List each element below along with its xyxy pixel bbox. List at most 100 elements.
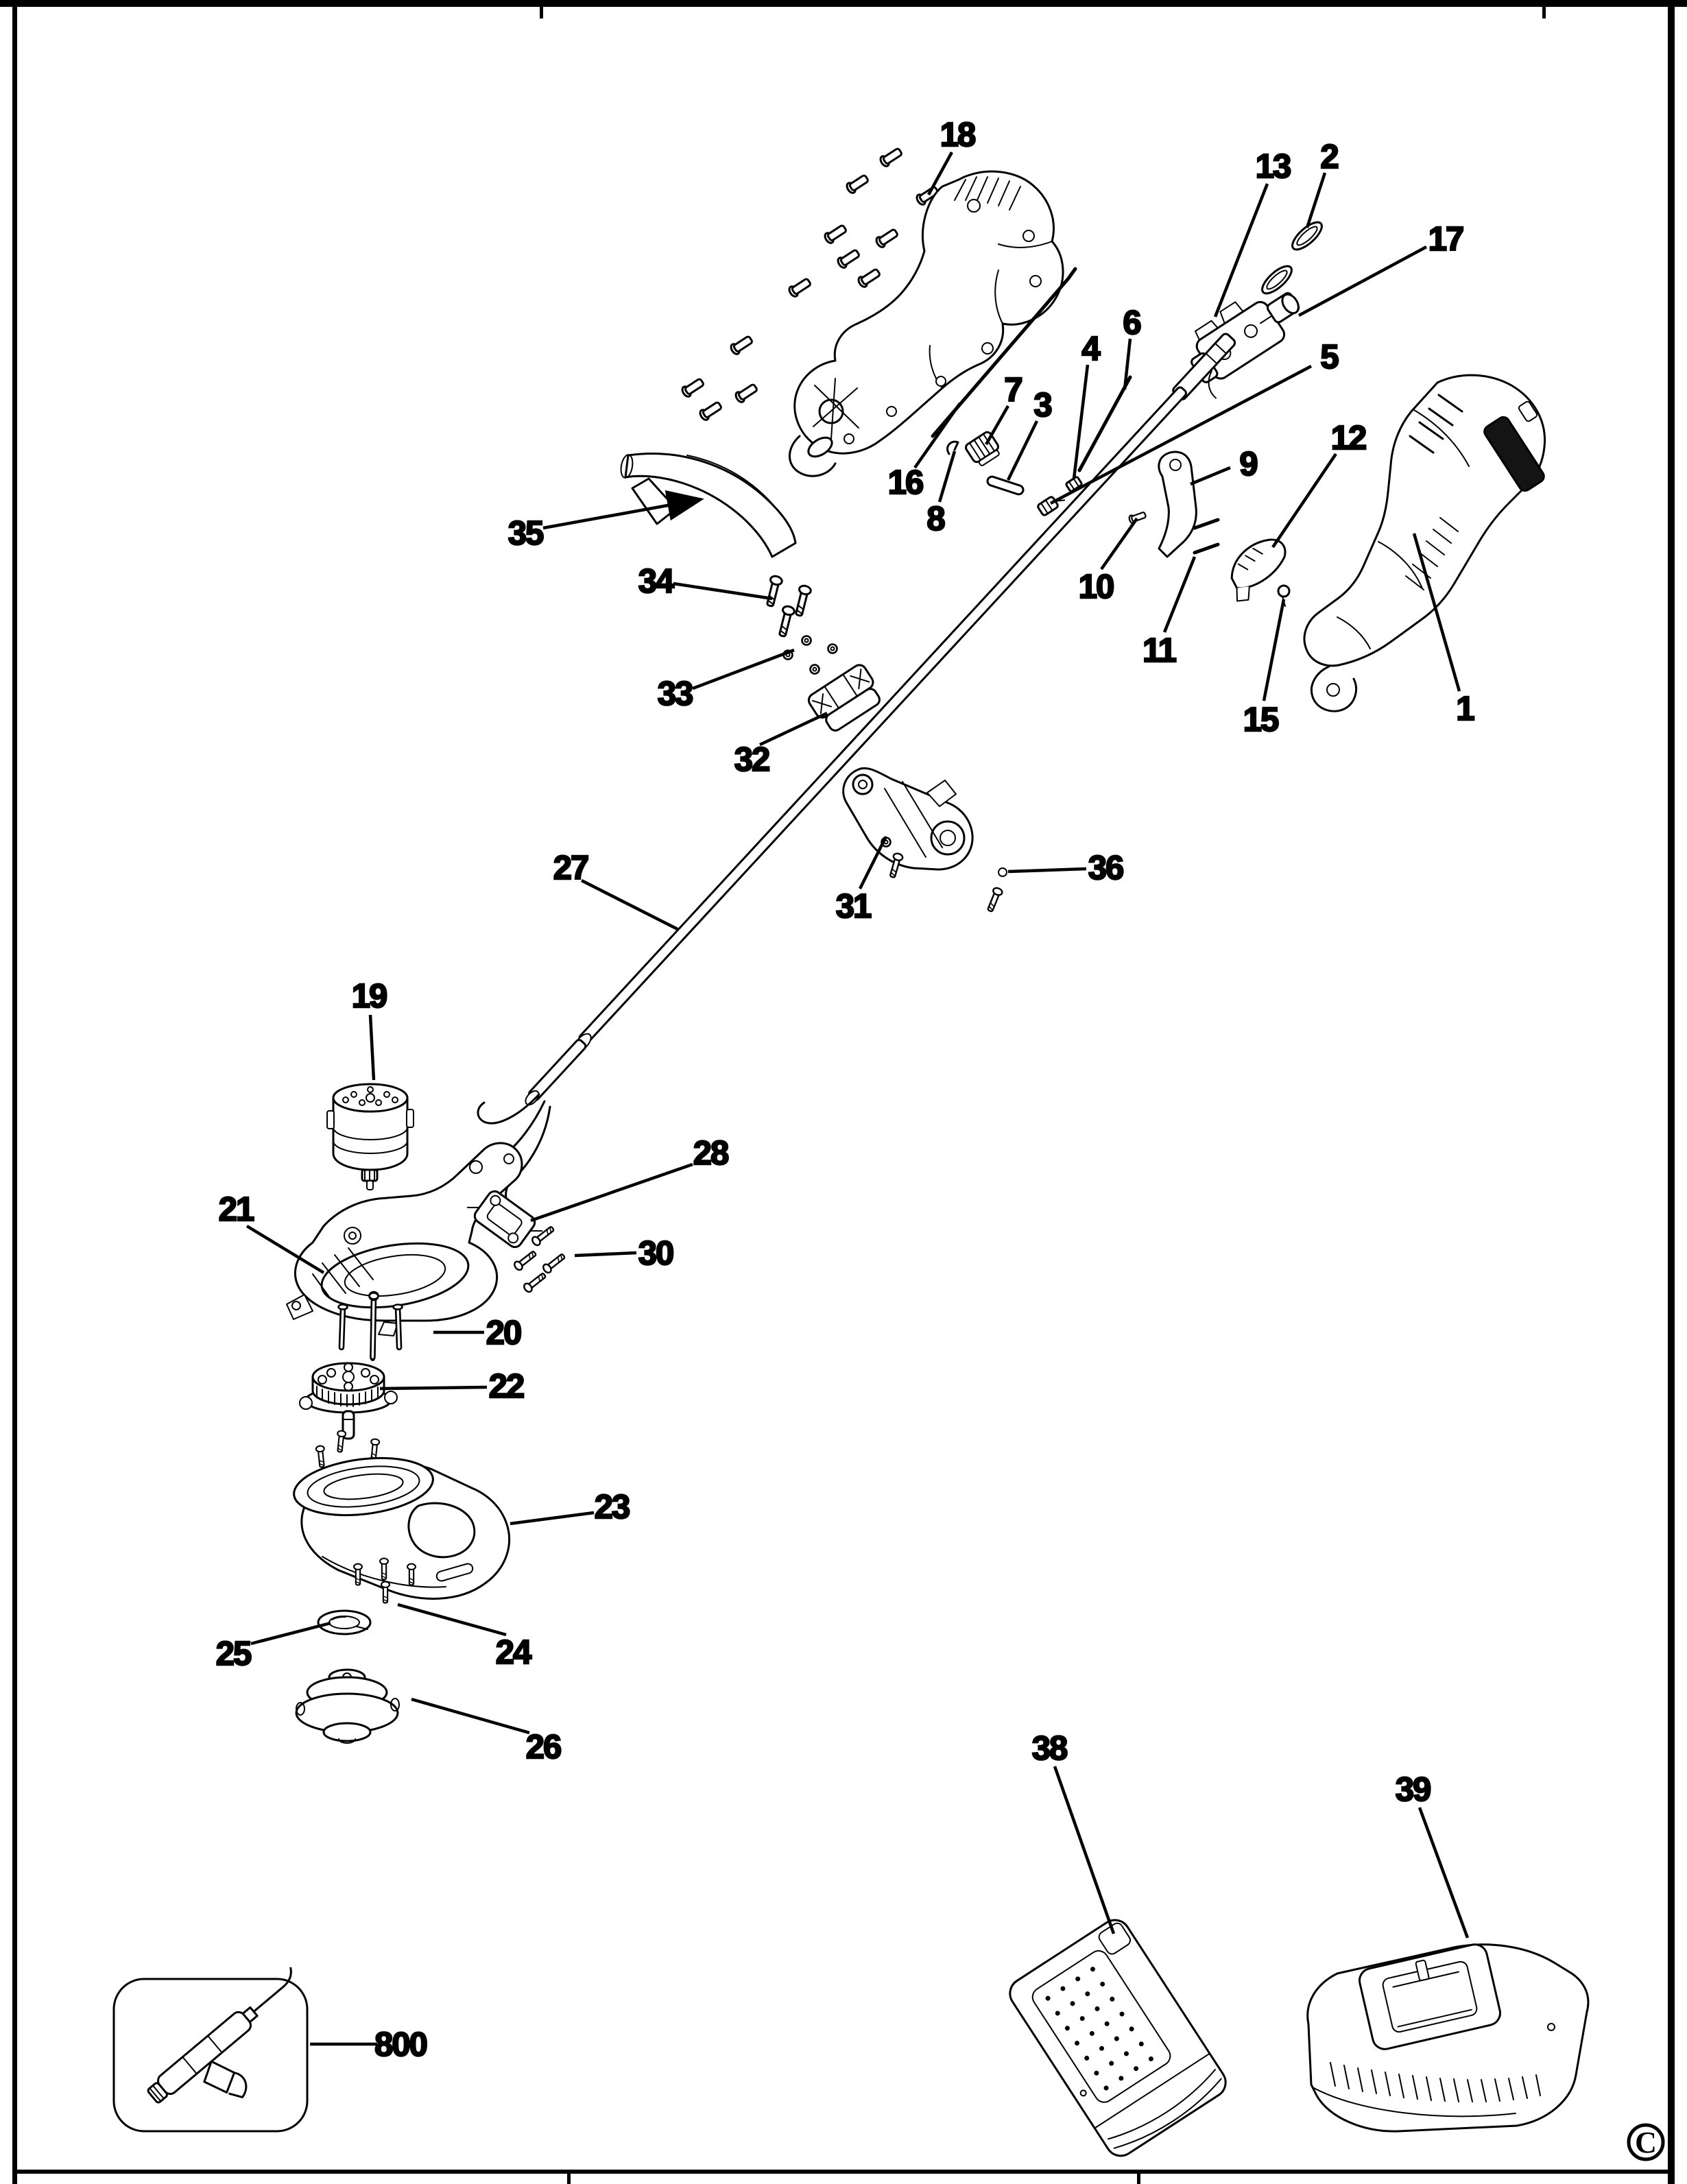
part-number-8: 8: [926, 501, 944, 538]
leader-line-8: [937, 451, 957, 503]
part-callout-19: 19: [351, 977, 389, 1081]
part-callout-18: 18: [927, 116, 977, 196]
part-number-2: 2: [1320, 139, 1338, 176]
part-callout-25: 25: [215, 1621, 331, 1673]
leader-line-35: [542, 490, 704, 530]
part-callout-31: 31: [835, 835, 888, 926]
aux-handle-art: [620, 453, 797, 558]
part-number-19: 19: [352, 978, 387, 1015]
part-number-13: 13: [1256, 148, 1291, 185]
leader-line-24: [397, 1603, 507, 1637]
part-number-23: 23: [595, 1489, 630, 1526]
leader-line-12: [1271, 453, 1337, 549]
part-callout-27: 27: [553, 849, 679, 931]
leader-line-1: [1412, 533, 1461, 692]
leader-line-2: [1305, 172, 1327, 228]
leader-line-18: [927, 151, 953, 196]
leader-line-16: [913, 402, 961, 469]
leader-line-38: [1053, 1766, 1116, 1934]
part-number-10: 10: [1079, 568, 1114, 605]
leader-line-9: [1190, 466, 1231, 486]
shaft-tube-art: [477, 333, 1236, 1207]
part-callout-16: 16: [887, 402, 961, 502]
pin-3-art: [986, 475, 1025, 496]
copyright-symbol-letter: C: [1635, 2126, 1657, 2159]
part-number-21: 21: [219, 1191, 254, 1228]
frame-top-bar: [0, 0, 1687, 7]
part-number-3: 3: [1033, 387, 1051, 424]
part-callout-17: 17: [1297, 220, 1465, 317]
frame-left-border: [12, 0, 17, 2184]
mount-bracket-art: [466, 1190, 543, 1249]
o-rings-art: [1261, 221, 1323, 295]
part-number-9: 9: [1239, 446, 1257, 483]
part-callout-20: 20: [433, 1314, 523, 1352]
part-callout-21: 21: [218, 1190, 325, 1274]
part-number-25: 25: [216, 1635, 251, 1672]
part-number-7: 7: [1004, 372, 1022, 409]
part-callout-1: 1: [1412, 533, 1476, 728]
part-callout-34: 34: [638, 562, 773, 601]
leader-line-13: [1213, 183, 1269, 317]
part-callout-7: 7: [985, 371, 1025, 446]
part-callout-36: 36: [1007, 849, 1125, 887]
button-7-art: [965, 431, 1000, 466]
part-number-32: 32: [734, 741, 769, 778]
leader-line-30: [574, 1251, 637, 1258]
leader-line-23: [510, 1511, 595, 1526]
part-number-33: 33: [658, 675, 693, 712]
part-number-16: 16: [888, 464, 923, 501]
leader-line-36: [1007, 867, 1087, 874]
copyright-mark: C: [1627, 2123, 1665, 2161]
part-callout-6: 6: [1122, 304, 1143, 390]
frame-bottom-tick-2: [1137, 2174, 1140, 2184]
part-number-35: 35: [508, 515, 543, 552]
lubricator-box-art: [112, 1967, 309, 2133]
part-callout-39: 39: [1395, 1771, 1470, 1939]
part-number-15: 15: [1243, 701, 1278, 739]
part-callout-2: 2: [1305, 138, 1341, 228]
part-number-39: 39: [1396, 1771, 1431, 1808]
part-number-27: 27: [553, 850, 588, 887]
battery-art: [1009, 1919, 1227, 2157]
part-callout-12: 12: [1271, 419, 1368, 549]
frame-top-tick-1: [540, 7, 543, 19]
leader-line-15: [1262, 599, 1286, 701]
part-number-31: 31: [836, 888, 871, 925]
part-callout-9: 9: [1190, 445, 1260, 486]
leader-line-32: [759, 711, 828, 747]
part-number-12: 12: [1331, 420, 1366, 457]
handle-clamp-art: [763, 574, 881, 732]
upper-housing-art: [789, 170, 1064, 477]
spool-head-art: [295, 1668, 400, 1744]
part-number-11: 11: [1142, 632, 1176, 669]
part-callout-3: 3: [1006, 386, 1054, 481]
part-number-5: 5: [1320, 339, 1338, 376]
leader-line-19: [368, 1014, 376, 1081]
part-callout-24: 24: [397, 1603, 534, 1672]
part-number-1: 1: [1456, 691, 1474, 728]
part-callout-4: 4: [1072, 330, 1103, 479]
guard-art: [293, 1456, 511, 1600]
main-housing-art: [1303, 374, 1546, 712]
part-callout-10: 10: [1078, 517, 1138, 606]
part-callout-28: 28: [530, 1134, 730, 1223]
leader-line-21: [246, 1225, 325, 1274]
leader-line-27: [580, 878, 679, 931]
leader-line-7: [985, 405, 1009, 446]
leader-line-28: [530, 1162, 693, 1223]
part-number-28: 28: [693, 1135, 728, 1172]
part-number-18: 18: [940, 117, 975, 154]
frame-right-border: [1668, 0, 1675, 2184]
charger-art: [1306, 1943, 1590, 2133]
leader-line-11: [1162, 556, 1197, 633]
part-number-38: 38: [1032, 1730, 1067, 1767]
part-callout-22: 22: [379, 1367, 526, 1406]
part-number-36: 36: [1088, 850, 1123, 887]
part-callout-26: 26: [411, 1697, 563, 1766]
leader-line-34: [673, 581, 773, 601]
leader-line-33: [692, 648, 795, 691]
